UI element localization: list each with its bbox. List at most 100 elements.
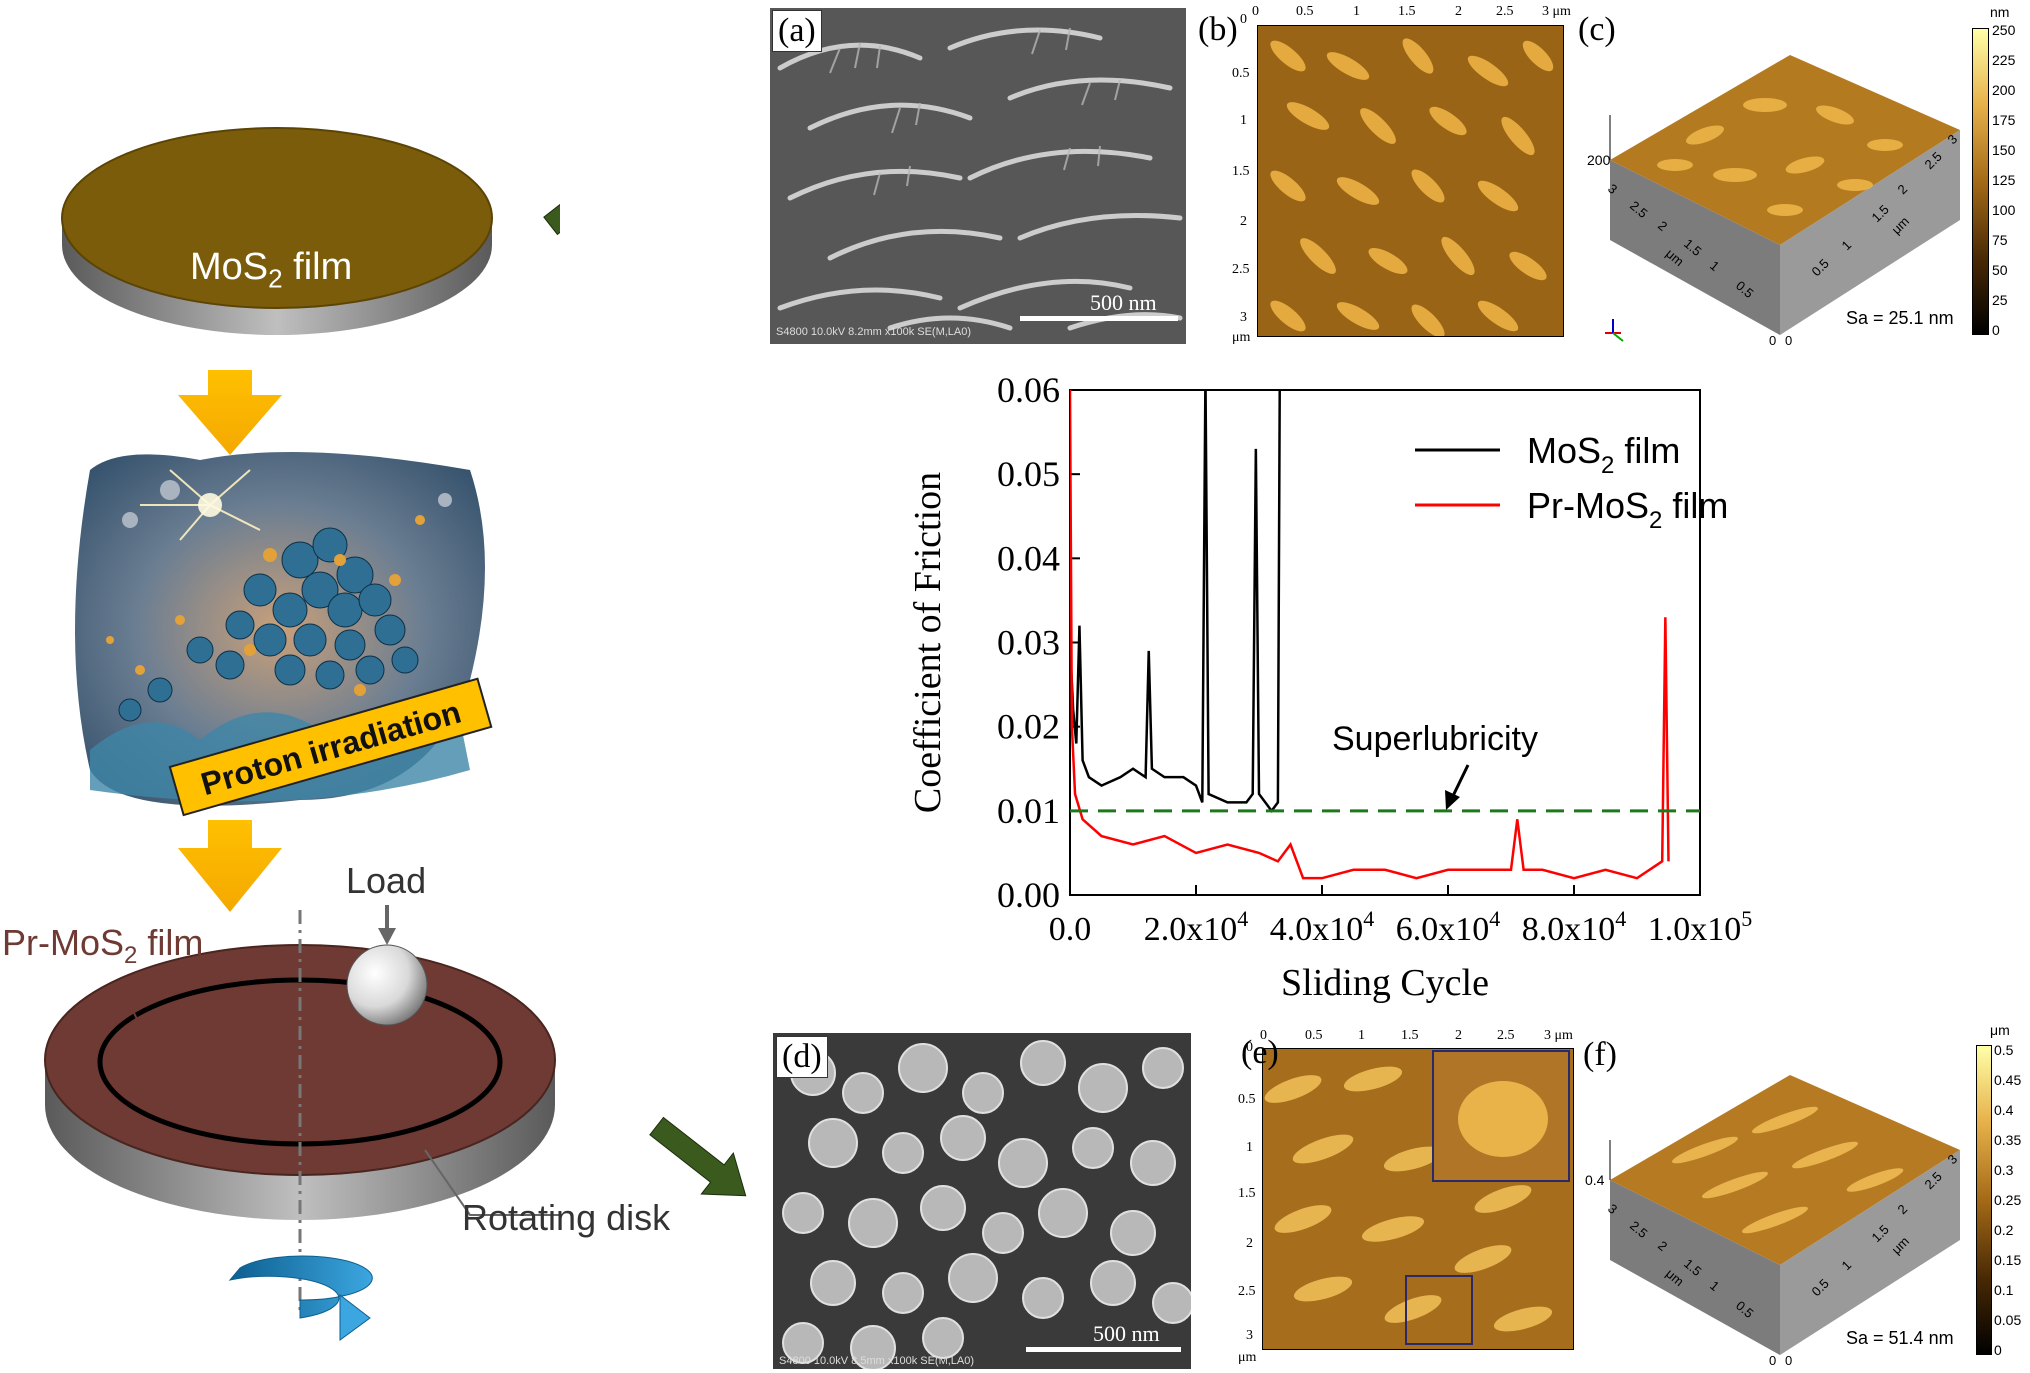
panel-b-afm-image — [1257, 25, 1564, 337]
rotation-arrow-icon — [228, 1255, 373, 1341]
panel-c-axes-icon — [1605, 319, 1624, 342]
panel-e-ytick-6: 3 — [1246, 1328, 1253, 1343]
series-line-0 — [1070, 390, 1281, 813]
cbf-tick: 0 — [1994, 1342, 2002, 1358]
panel-e-xtick-3: 1.5 — [1401, 1028, 1419, 1043]
cbc-tick: 125 — [1992, 172, 2016, 188]
y-tick-label: 0.05 — [997, 454, 1060, 494]
superlubricity-pointer — [1450, 764, 1470, 799]
legend-label-1: Pr-MoS2 film — [1527, 485, 1728, 534]
panel-e-ytick-3: 1.5 — [1238, 1186, 1256, 1201]
panel-e-ytick-1: 0.5 — [1238, 1092, 1256, 1107]
panel-e-ytick-4: 2 — [1246, 1236, 1253, 1251]
down-arrow-2 — [178, 820, 282, 912]
panel-d-label: (d) — [776, 1036, 828, 1078]
panel-e-xtick-2: 1 — [1358, 1028, 1365, 1043]
green-arrow-top — [543, 157, 560, 236]
proton-irradiation-illustration: Proton irradiation — [75, 452, 493, 817]
panel-b-ytick-3: 1.5 — [1232, 164, 1250, 179]
y-tick-label: 0.06 — [997, 370, 1060, 410]
panel-c-zlabel: 200 — [1587, 152, 1611, 168]
panel-e-ytick-5: 2.5 — [1238, 1284, 1256, 1299]
panel-e-ytick-0: 0 — [1246, 1040, 1253, 1055]
panel-c-rt-6: 0 — [1785, 333, 1792, 345]
x-tick-label: 1.0x105 — [1648, 906, 1753, 948]
panel-e-label: (e) — [1241, 1034, 1279, 1071]
cbf-tick: 0.25 — [1994, 1192, 2022, 1208]
panel-b-ytick-2: 1 — [1240, 113, 1247, 128]
panel-f-sa: Sa = 51.4 nm — [1846, 1328, 1954, 1348]
load-arrow — [378, 928, 396, 945]
green-arrow-bottom — [649, 1116, 747, 1197]
panel-a-label: (a) — [772, 10, 822, 52]
cbf-tick: 0.1 — [1994, 1282, 2014, 1298]
cbc-tick: 150 — [1992, 142, 2016, 158]
panel-e-xtick-1: 0.5 — [1305, 1028, 1323, 1043]
y-tick-label: 0.02 — [997, 707, 1060, 747]
panel-f-zlabel: 0.4 — [1585, 1172, 1605, 1188]
cbf-tick: 0.5 — [1994, 1042, 2014, 1058]
panel-b-label: (b) — [1198, 11, 1238, 48]
y-tick-label: 0.01 — [997, 791, 1060, 831]
cbc-tick: 225 — [1992, 52, 2016, 68]
cbf-tick: 0.4 — [1994, 1102, 2014, 1118]
panel-b-ytick-5: 2.5 — [1232, 262, 1250, 277]
mos2-film-label: MoS2 film — [190, 246, 353, 294]
cbc-tick: 25 — [1992, 292, 2008, 308]
panel-b-xtick-1: 0.5 — [1296, 4, 1314, 19]
panel-d-footer: S4800 10.0kV 8.5mm x100k SE(M,LA0) — [779, 1355, 975, 1367]
cbc-tick: 50 — [1992, 262, 2008, 278]
cbf-tick: 0.2 — [1994, 1222, 2014, 1238]
panel-c-label: (c) — [1578, 11, 1616, 48]
x-tick-label: 2.0x104 — [1144, 906, 1249, 948]
panel-f-lt-6: 0 — [1769, 1353, 1776, 1365]
cbf-tick: 0.45 — [1994, 1072, 2022, 1088]
panel-c-sa: Sa = 25.1 nm — [1846, 308, 1954, 328]
panel-f-colorbar — [1976, 1045, 1992, 1355]
panel-c-lt-6: 0 — [1769, 333, 1776, 345]
panel-e-xtick-0: 0 — [1260, 1028, 1267, 1043]
panel-b-xtick-6: 3 μm — [1542, 4, 1571, 19]
panel-e-xtick-4: 2 — [1455, 1028, 1462, 1043]
cbc-tick: 175 — [1992, 112, 2016, 128]
cbc-tick: 200 — [1992, 82, 2016, 98]
superlubricity-label: Superlubricity — [1332, 720, 1538, 758]
y-tick-label: 0.04 — [997, 538, 1060, 578]
cbc-tick: 250 — [1992, 22, 2016, 38]
panel-b-xtick-5: 2.5 — [1496, 4, 1514, 19]
x-axis-label: Sliding Cycle — [1281, 962, 1489, 1004]
panel-b-xtick-2: 1 — [1353, 4, 1360, 19]
cbc-tick: 0 — [1992, 322, 2000, 338]
cbf-tick: 0.35 — [1994, 1132, 2022, 1148]
panel-b-xtick-3: 1.5 — [1398, 4, 1416, 19]
y-axis-label: Coefficient of Friction — [907, 472, 949, 813]
series-line-1 — [1070, 390, 1670, 880]
panel-d-scale: 500 nm — [1093, 1321, 1160, 1346]
panel-f-rt-6: 0 — [1785, 1353, 1792, 1365]
panel-e-afm-image — [1262, 1048, 1574, 1350]
cbc-tick: 100 — [1992, 202, 2016, 218]
panel-b-xtick-4: 2 — [1455, 4, 1462, 19]
left-schematic: Proton irradiation — [44, 127, 560, 1341]
legend-label-0: MoS2 film — [1527, 430, 1680, 479]
cbf-tick: 0.05 — [1994, 1312, 2022, 1328]
cbf-tick: 0.15 — [1994, 1252, 2022, 1268]
panel-e-ytick-2: 1 — [1246, 1140, 1253, 1155]
panel-f-label: (f) — [1583, 1036, 1617, 1073]
panel-b-ytick-6: 3 — [1240, 310, 1247, 325]
x-tick-label: 8.0x104 — [1522, 906, 1627, 948]
cbc-tick: 75 — [1992, 232, 2008, 248]
panel-b-xtick-0: 0 — [1252, 4, 1259, 19]
down-arrow-1 — [178, 370, 282, 455]
panel-e-xtick-5: 2.5 — [1497, 1028, 1515, 1043]
x-tick-label: 4.0x104 — [1270, 906, 1375, 948]
rotating-disk-label: Rotating disk — [462, 1197, 671, 1238]
panel-b-ytick-4: 2 — [1240, 214, 1247, 229]
panel-a-sem-image: 500 nm S4800 10.0kV 8.2mm x100k SE(M,LA0… — [770, 8, 1186, 344]
panel-a-scale: 500 nm — [1090, 290, 1157, 315]
panel-c-colorbar — [1972, 28, 1989, 335]
y-tick-label: 0.03 — [997, 623, 1060, 663]
panel-d-sem-image: 500 nm S4800 10.0kV 8.5mm x100k SE(M,LA0… — [773, 1033, 1191, 1369]
panel-f-afm-3d: 0.4 3 2.5 2 1.5 1 0.5 0 μm 3 2.5 2 1.5 1… — [1585, 1075, 1960, 1365]
panel-b-ytick-0: 0 — [1240, 12, 1247, 27]
